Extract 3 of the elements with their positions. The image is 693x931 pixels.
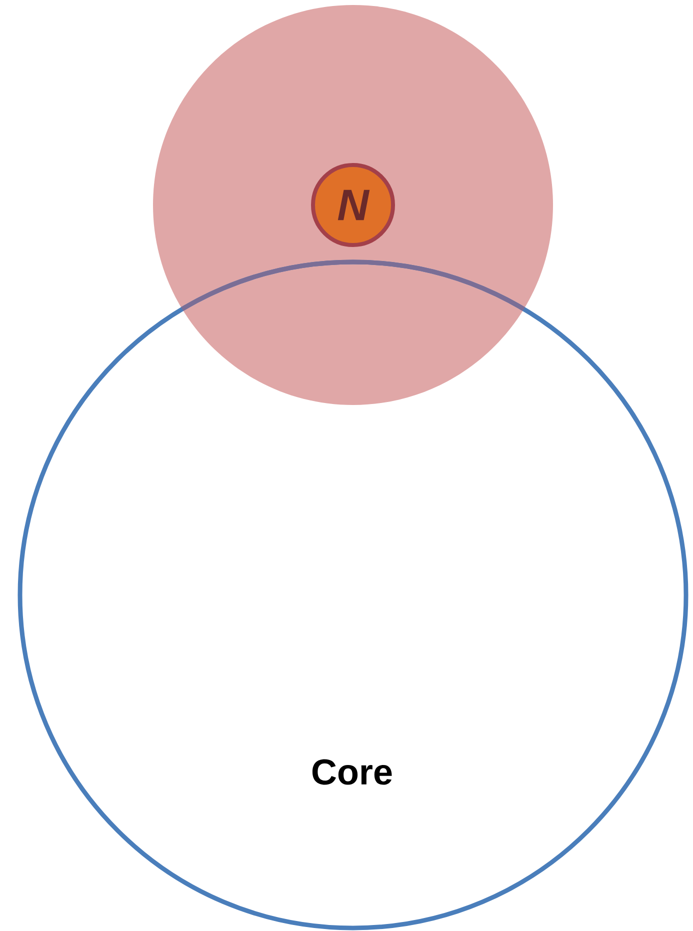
circle-node: N (311, 163, 395, 247)
circle-node: Core (18, 260, 688, 930)
circle (153, 5, 553, 405)
